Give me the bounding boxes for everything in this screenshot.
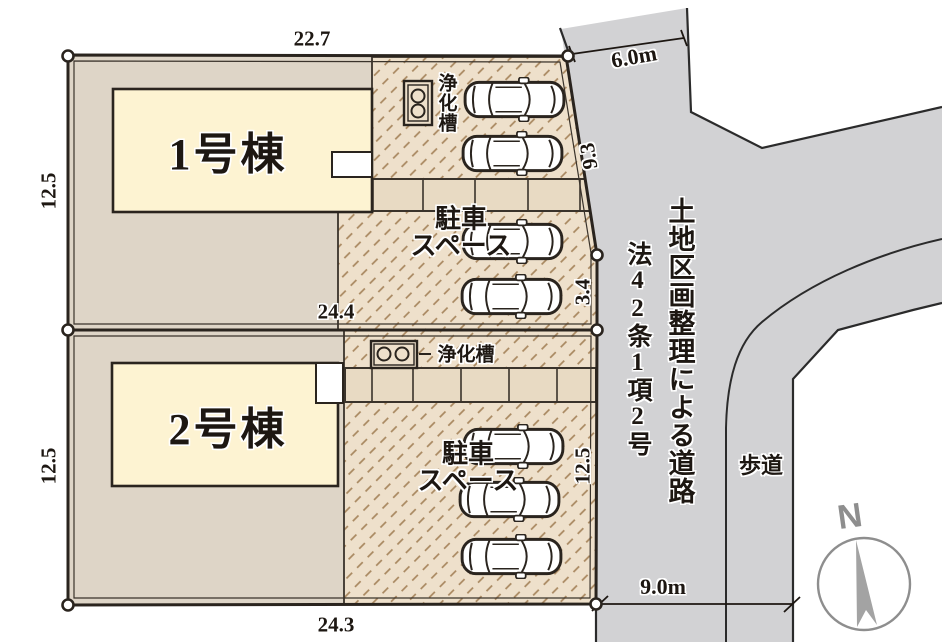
septic-tank-1: [402, 79, 434, 127]
dim-lot1-right-lower: 3.4: [570, 278, 595, 306]
building-1-porch: [331, 151, 373, 178]
lot1-inner-line: [73, 60, 592, 325]
parking-label-line2: スペース: [410, 232, 512, 261]
dim-lot2-left: 12.5: [36, 447, 61, 485]
dim-lot1-right-upper: 9.3: [574, 141, 603, 171]
building-2: [110, 361, 340, 488]
parking-label-line1: 駐車: [441, 439, 495, 469]
compass-needle: [856, 540, 877, 627]
parking-label-line1: 駐車: [434, 204, 488, 234]
building-2-label: 2号棟: [168, 405, 288, 454]
septic-tank-2: [369, 339, 431, 370]
septic-label-1: 浄化槽: [435, 73, 457, 133]
building-1-label: 1号棟: [168, 130, 288, 179]
dim-lot1-bottom: 24.4: [317, 299, 355, 324]
building-2-porch: [315, 362, 344, 404]
road-edge-right: [791, 301, 942, 642]
road-description-label: 土地区画整理による道路: [664, 197, 695, 505]
car-icon: [460, 534, 563, 579]
dim-lot2-right: 12.5: [570, 447, 595, 485]
compass: [816, 536, 912, 632]
dim-lot1-top: 22.7: [293, 26, 331, 51]
building-1: [111, 87, 374, 214]
sidewalk-curb-line: [725, 238, 942, 642]
car-icon: [460, 274, 563, 319]
car-icon: [463, 77, 566, 122]
dim-road-bottom-width: 9.0m: [640, 574, 686, 599]
parking-label-line2: スペース: [417, 467, 519, 496]
road-law-label: 法42条1項2号: [624, 241, 651, 457]
compass-north-label: N: [835, 495, 865, 538]
boundary-markers: [61, 49, 604, 612]
road-area: [561, 8, 942, 642]
dim-lot2-bottom: 24.3: [317, 612, 355, 637]
dim-lot1-left: 12.5: [36, 172, 61, 210]
septic-label-2: 浄化槽: [437, 344, 495, 366]
lot1-boundary: [66, 53, 599, 332]
lot2-walkway-strip: [344, 367, 597, 403]
road-edge-top: [685, 7, 942, 150]
lot2-inner-line: [73, 335, 592, 599]
parking-space-label-2: 駐車スペース: [418, 441, 519, 496]
parking-space-label-1: 駐車スペース: [411, 206, 512, 261]
sidewalk-label: 歩道: [738, 453, 784, 478]
car-icon: [461, 131, 564, 176]
